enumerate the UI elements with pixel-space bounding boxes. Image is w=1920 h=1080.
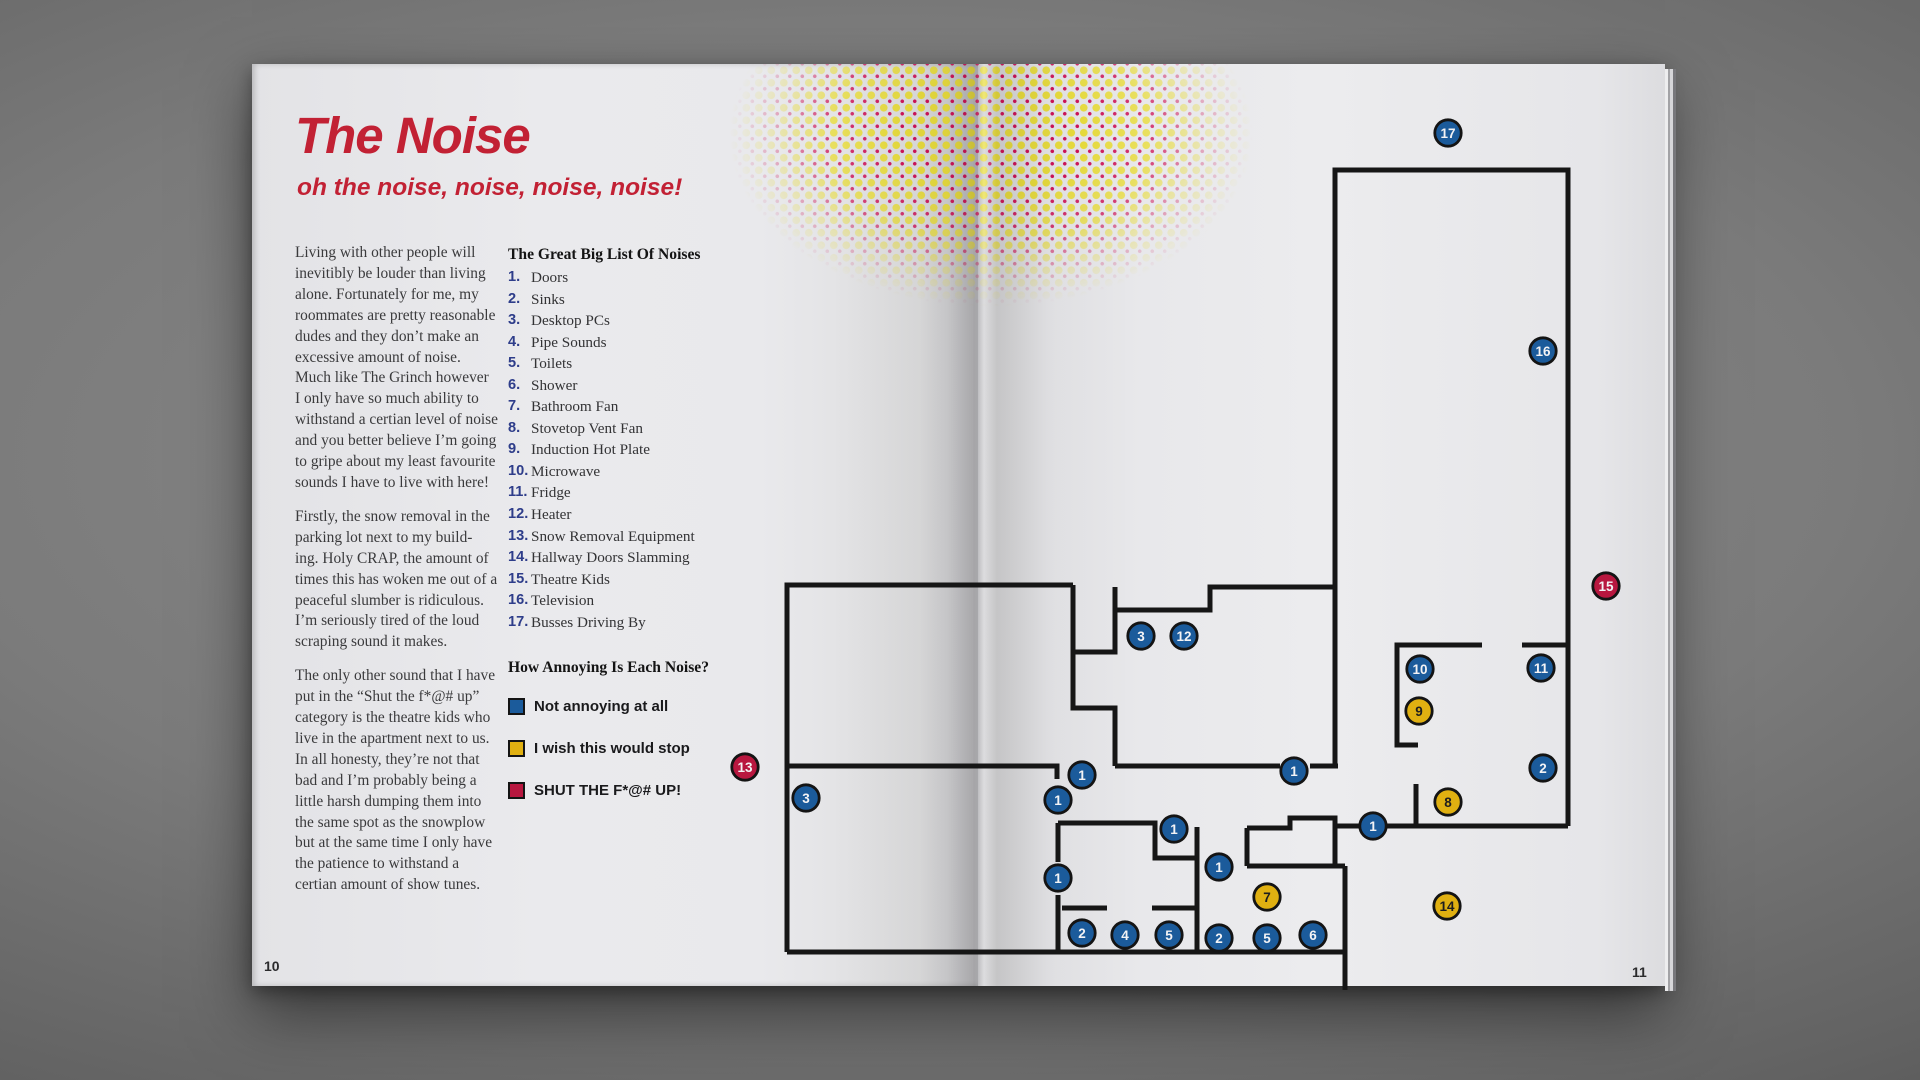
svg-text:6: 6 xyxy=(1309,928,1317,943)
noise-list-item: 2.Sinks xyxy=(508,290,565,308)
svg-text:11: 11 xyxy=(1534,661,1549,676)
legend-item-not-annoying: Not annoying at all xyxy=(508,697,690,715)
legend-item-wish-stop: I wish this would stop xyxy=(508,739,690,757)
noise-marker: 12 xyxy=(1169,621,1199,651)
svg-text:1: 1 xyxy=(1215,860,1223,875)
noise-marker: 17 xyxy=(1433,118,1463,148)
svg-text:1: 1 xyxy=(1054,871,1062,886)
yellow-swatch-icon xyxy=(508,739,525,757)
svg-text:1: 1 xyxy=(1290,764,1298,779)
svg-text:1: 1 xyxy=(1369,819,1377,834)
svg-text:17: 17 xyxy=(1440,126,1455,141)
noise-list-item: 16.Television xyxy=(508,592,595,610)
svg-text:7: 7 xyxy=(1263,890,1271,905)
noise-marker: 13 xyxy=(730,752,760,782)
noise-list-item: 1.Doors xyxy=(508,269,569,286)
noise-list-item: 17.Busses Driving By xyxy=(508,613,646,631)
noise-marker: 1 xyxy=(1159,814,1189,844)
noise-marker: 9 xyxy=(1404,696,1434,726)
svg-text:5: 5 xyxy=(1263,931,1271,946)
noise-marker: 3 xyxy=(1126,621,1156,651)
noise-list-item: 3.Desktop PCs xyxy=(508,312,610,330)
legend-heading: How Annoying Is Each Noise? xyxy=(508,659,710,676)
svg-text:3: 3 xyxy=(1137,629,1145,644)
noise-marker: 10 xyxy=(1405,654,1435,684)
noise-marker: 1 xyxy=(1279,756,1309,786)
body-paragraph-2: Firstly, the snow removal in the parking… xyxy=(295,507,498,651)
blue-swatch-icon xyxy=(508,697,525,715)
noise-marker: 8 xyxy=(1433,787,1463,817)
noise-marker: 4 xyxy=(1110,920,1140,950)
noise-marker: 14 xyxy=(1432,891,1462,921)
noise-list-item: 9.Induction Hot Plate xyxy=(508,441,650,459)
svg-text:14: 14 xyxy=(1439,899,1455,914)
body-text: Living with other people will inevitibly… xyxy=(295,243,525,909)
body-paragraph-3: The only other sound that I have put in … xyxy=(295,667,496,894)
legend-label: SHUT THE F*@# UP! xyxy=(534,781,682,799)
noise-marker: 2 xyxy=(1204,923,1234,953)
noise-list-item: 8.Stovetop Vent Fan xyxy=(508,419,643,437)
noise-list-item: 7.Bathroom Fan xyxy=(508,398,619,416)
svg-text:5: 5 xyxy=(1165,928,1173,943)
noise-marker: 2 xyxy=(1067,918,1097,948)
svg-text:2: 2 xyxy=(1078,926,1086,941)
svg-text:3: 3 xyxy=(802,791,810,806)
noise-list-item: 12.Heater xyxy=(508,506,572,524)
noise-marker: 15 xyxy=(1591,571,1621,601)
body-paragraph-1: Living with other people will inevitibly… xyxy=(295,244,499,491)
svg-text:16: 16 xyxy=(1535,344,1551,359)
noise-marker: 1 xyxy=(1043,863,1073,893)
noise-marker: 16 xyxy=(1528,336,1558,366)
page-subtitle: oh the noise, noise, noise, noise! xyxy=(297,174,683,201)
noise-marker: 5 xyxy=(1252,923,1282,953)
svg-text:1: 1 xyxy=(1170,822,1178,837)
noise-marker: 11 xyxy=(1526,653,1556,683)
page-title: The Noise xyxy=(295,107,531,164)
noise-marker: 3 xyxy=(791,783,821,813)
svg-text:8: 8 xyxy=(1444,795,1452,810)
svg-text:12: 12 xyxy=(1176,629,1191,644)
svg-text:13: 13 xyxy=(737,760,753,775)
legend-item-shut-up: SHUT THE F*@# UP! xyxy=(508,781,690,799)
page-number-right: 11 xyxy=(1632,964,1647,980)
noise-marker: 1 xyxy=(1358,811,1388,841)
noise-marker: 1 xyxy=(1204,852,1234,882)
noise-marker: 1 xyxy=(1067,760,1097,790)
page-number-left: 10 xyxy=(264,958,280,974)
noise-list-item: 15.Theatre Kids xyxy=(508,570,610,588)
noise-marker: 1 xyxy=(1043,785,1073,815)
noise-list-item: 14.Hallway Doors Slamming xyxy=(508,549,690,567)
noise-list-item: 5.Toilets xyxy=(508,355,573,373)
legend-label: Not annoying at all xyxy=(534,697,669,715)
noise-marker: 5 xyxy=(1154,920,1184,950)
svg-text:2: 2 xyxy=(1539,761,1547,776)
noise-list-item: 4.Pipe Sounds xyxy=(508,333,607,351)
svg-text:10: 10 xyxy=(1412,662,1427,677)
noise-list-item: 6.Shower xyxy=(508,376,578,394)
svg-text:15: 15 xyxy=(1598,579,1614,594)
noise-marker: 2 xyxy=(1528,753,1558,783)
noise-marker: 7 xyxy=(1252,882,1282,912)
noise-list: 1.Doors 2.Sinks 3.Desktop PCs 4.Pipe Sounds… xyxy=(508,269,695,635)
legend-label: I wish this would stop xyxy=(534,739,690,757)
noise-list-item: 13.Snow Removal Equipment xyxy=(508,527,695,545)
svg-text:9: 9 xyxy=(1415,704,1423,719)
svg-text:2: 2 xyxy=(1215,931,1223,946)
noise-list-heading: The Great Big List Of Noises xyxy=(508,246,701,263)
floorplan-walls xyxy=(784,167,1571,990)
red-swatch-icon xyxy=(508,781,525,799)
svg-text:4: 4 xyxy=(1121,928,1129,943)
annoyance-legend: Not annoying at all I wish this would st… xyxy=(508,697,690,823)
noise-list-item: 10.Microwave xyxy=(508,462,601,480)
noise-list-item: 11.Fridge xyxy=(508,484,571,502)
svg-text:1: 1 xyxy=(1078,768,1086,783)
noise-marker: 6 xyxy=(1298,920,1328,950)
svg-text:1: 1 xyxy=(1054,793,1062,808)
